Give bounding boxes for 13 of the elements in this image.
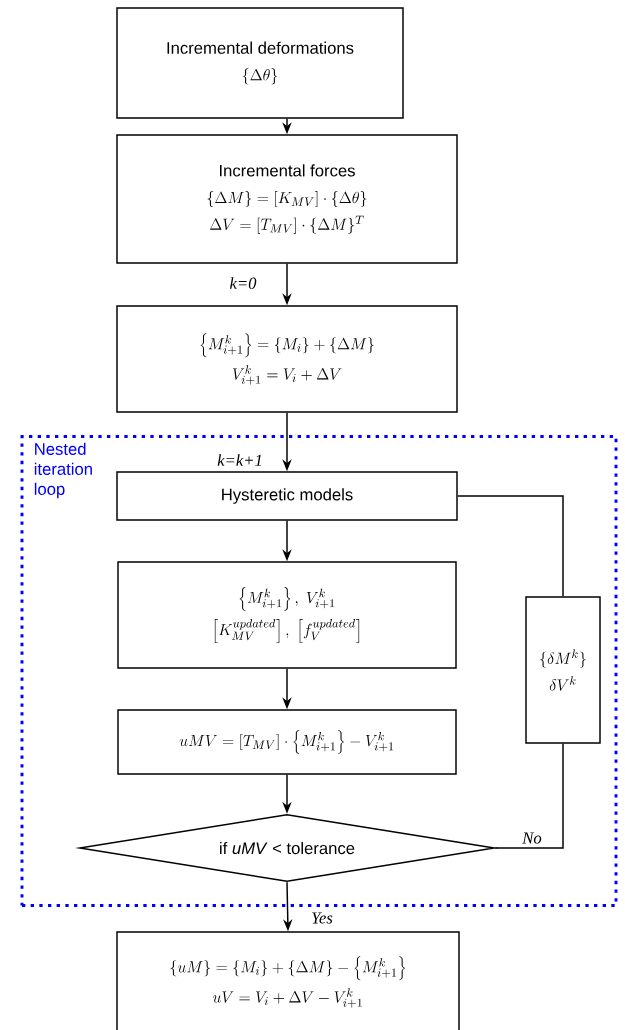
process-box: $\left\{M^{k}_{i+1}\right\},\ V^{k}_{i+1}$ $\left[K^{updated}_{MV}\right],\ \left[f^{updated}_{V}\right]$ — [117, 561, 457, 669]
edge-label: Yes — [309, 911, 335, 925]
edge-label: k=0 — [228, 275, 258, 291]
process-box: Incremental forces $\{\Delta M\} = [K_{MV}]\cdot\{\Delta\theta\}$ $\Delta V = [T_{MV}]\cdot\{\Delta M\}^{T}$ — [116, 134, 458, 264]
process-box: $\{\delta M^{k}\}$ $\delta V^{k}$ — [525, 596, 601, 744]
process-box: $uMV = [T_{MV}]\cdot\left\{M^{k}_{i+1}\right\} - V^{k}_{i+1}$ — [117, 709, 457, 775]
edge-label: No — [520, 831, 544, 845]
loop-label: Nested iteration loop — [34, 442, 92, 499]
edge-label: k=k+1 — [215, 452, 265, 468]
process-box: Incremental deformations $\{\Delta\theta\}$ — [116, 7, 404, 119]
process-box: Hysteretic models — [116, 471, 458, 521]
process-box: $\left\{M^{k}_{i+1}\right\} = \{M_i\} + \{\Delta M\}$ $V^{k}_{i+1} = V_i + \Delta V$ — [116, 305, 458, 413]
process-box: $\{uM\} = \{M_i\} + \{\Delta M\} - \left\{M^{k}_{i+1}\right\}$ $uV = V_i + \Delta V - V^{k}_{i+1}$ — [116, 931, 460, 1030]
